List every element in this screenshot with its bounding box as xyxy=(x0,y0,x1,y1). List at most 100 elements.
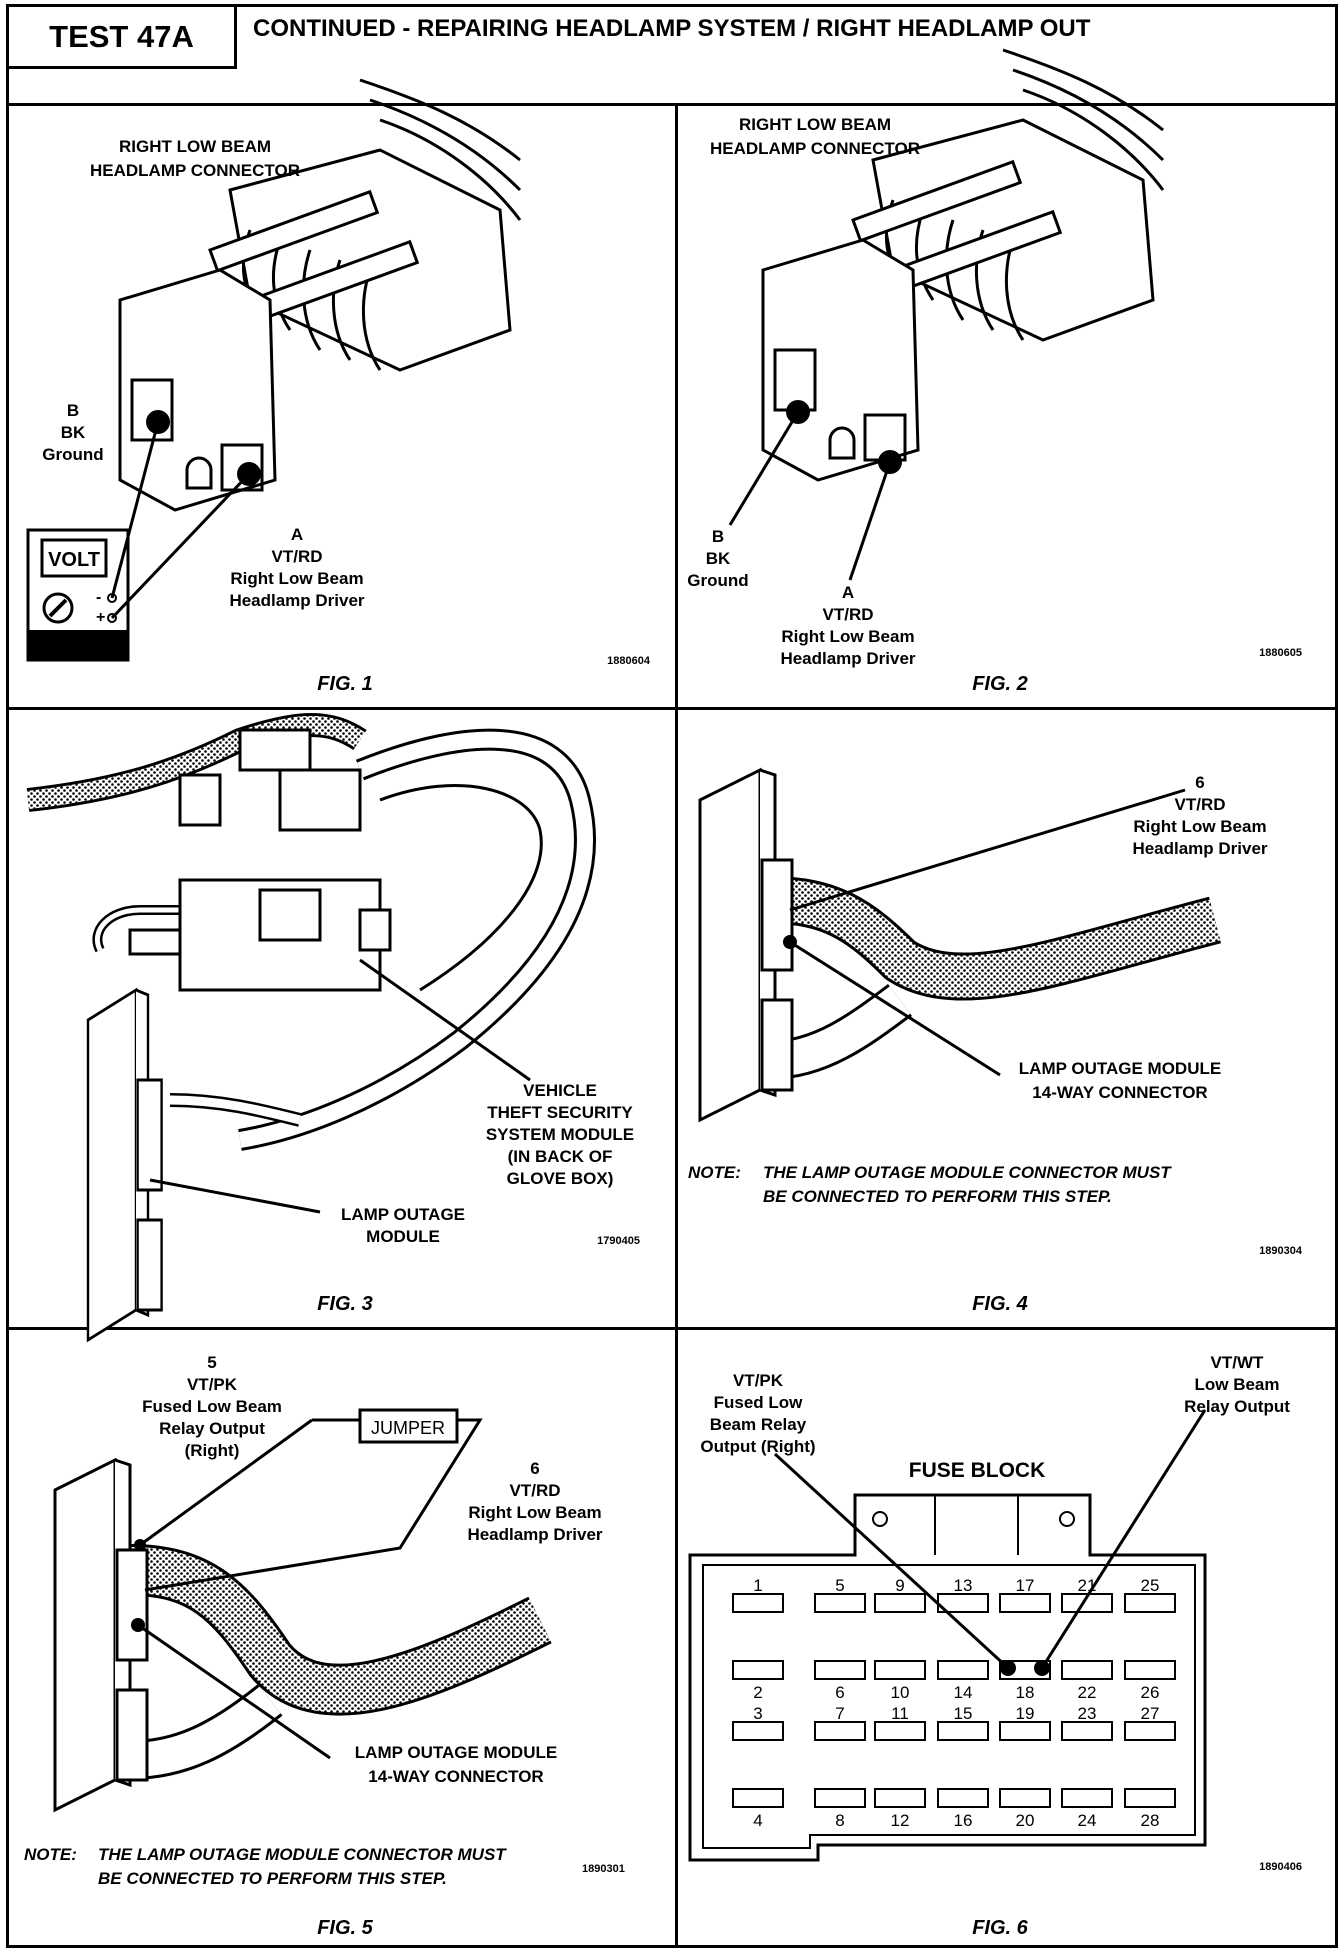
fig5-pin5-label: (Right) xyxy=(185,1441,240,1460)
fig3-code: 1790405 xyxy=(597,1235,640,1247)
vts-label: VEHICLE xyxy=(523,1081,597,1100)
fig4-caption: FIG. 4 xyxy=(972,1293,1028,1315)
fuse-number: 22 xyxy=(1078,1683,1097,1702)
fig4-pin6-label: 6 xyxy=(1195,773,1204,792)
mount-hole-icon xyxy=(872,1511,888,1527)
divider xyxy=(675,103,678,1948)
fig4-connector-drawing xyxy=(698,768,1221,1122)
voltmeter-label: VOLT xyxy=(48,549,100,571)
fig2-pin-b-label: Ground xyxy=(687,571,748,590)
fig5-pin5-label: 5 xyxy=(207,1353,216,1372)
fig5-connector-label: LAMP OUTAGE MODULE xyxy=(355,1743,557,1762)
fuse-slot xyxy=(732,1660,784,1680)
fig5-note: BE CONNECTED TO PERFORM THIS STEP. xyxy=(98,1869,447,1888)
fuse-number: 13 xyxy=(954,1576,973,1595)
fuse-number: 17 xyxy=(1016,1576,1035,1595)
fuse-number: 25 xyxy=(1141,1576,1160,1595)
fuse-slot xyxy=(999,1788,1051,1808)
leader-line xyxy=(848,461,892,581)
fig6-right-label: VT/WT xyxy=(1211,1353,1264,1372)
vts-label: (IN BACK OF xyxy=(508,1147,613,1166)
vts-label: SYSTEM MODULE xyxy=(486,1125,634,1144)
vts-label: GLOVE BOX) xyxy=(507,1169,614,1188)
divider xyxy=(9,707,1335,710)
fig5-connector-label: 14-WAY CONNECTOR xyxy=(368,1767,543,1786)
fig2-caption: FIG. 2 xyxy=(972,673,1028,695)
fuse-number: 3 xyxy=(753,1704,762,1723)
fig6-left-label: Beam Relay xyxy=(710,1415,807,1434)
leader-line xyxy=(149,1178,321,1214)
fig6-code: 1890406 xyxy=(1259,1861,1302,1873)
fuse-number: 10 xyxy=(891,1683,910,1702)
fuse-slot xyxy=(814,1788,866,1808)
fig3-caption: FIG. 3 xyxy=(317,1293,373,1315)
fuse-slot xyxy=(1061,1788,1113,1808)
fuse-slot xyxy=(874,1721,926,1741)
fig1-title-1: RIGHT LOW BEAM xyxy=(119,137,271,156)
fig2-code: 1880605 xyxy=(1259,647,1302,659)
fig2-title-2: HEADLAMP CONNECTOR xyxy=(710,139,920,158)
fig6-caption: FIG. 6 xyxy=(972,1917,1028,1939)
fig1-caption: FIG. 1 xyxy=(317,673,373,695)
fig1-pin-b-label: Ground xyxy=(42,445,103,464)
leader-line xyxy=(789,788,1186,912)
fig2-pin-b-label: BK xyxy=(706,549,731,568)
fuse-block-title: FUSE BLOCK xyxy=(909,1459,1046,1482)
fuse-slot xyxy=(937,1660,989,1680)
fuse-slot xyxy=(1061,1660,1113,1680)
fuse-slot xyxy=(732,1721,784,1741)
fuse-slot xyxy=(874,1788,926,1808)
fuse-slot xyxy=(937,1721,989,1741)
fuse-slot xyxy=(814,1593,866,1613)
fuse-slot xyxy=(999,1593,1051,1613)
fig6-right-label: Relay Output xyxy=(1184,1397,1290,1416)
fig1-code: 1880604 xyxy=(607,655,651,667)
fig1-title-2: HEADLAMP CONNECTOR xyxy=(90,161,300,180)
fig6-right-label: Low Beam xyxy=(1194,1375,1279,1394)
fig4-note-prefix: NOTE: xyxy=(688,1163,741,1182)
fuse-number: 15 xyxy=(954,1704,973,1723)
fuse-slot xyxy=(1124,1721,1176,1741)
fig5-pin6-label: Right Low Beam xyxy=(468,1503,601,1522)
fuse-slots xyxy=(732,1593,1176,1808)
fig1-pin-a-label: Headlamp Driver xyxy=(229,591,364,610)
fuse-slot xyxy=(1124,1788,1176,1808)
fuse-number: 26 xyxy=(1141,1683,1160,1702)
leader-line xyxy=(359,958,531,1082)
mount-hole-icon xyxy=(1059,1511,1075,1527)
fuse-number: 5 xyxy=(835,1576,844,1595)
fig5-note-prefix: NOTE: xyxy=(24,1845,77,1864)
leader-line xyxy=(773,1452,1010,1670)
fig4-connector-label: LAMP OUTAGE MODULE xyxy=(1019,1059,1221,1078)
meter-plus-sign: + xyxy=(96,609,105,626)
leader-line xyxy=(137,1623,331,1760)
fig4-code: 1890304 xyxy=(1259,1245,1303,1257)
fig4-connector-label: 14-WAY CONNECTOR xyxy=(1032,1083,1207,1102)
fig1-pin-a-label: Right Low Beam xyxy=(230,569,363,588)
fig2-title-1: RIGHT LOW BEAM xyxy=(739,115,891,134)
fuse-slot xyxy=(732,1593,784,1613)
fuse-slot xyxy=(937,1788,989,1808)
fuse-number: 18 xyxy=(1016,1683,1035,1702)
fuse-number: 14 xyxy=(954,1683,973,1702)
voltmeter: VOLT - + xyxy=(26,528,130,662)
jumper-label: JUMPER xyxy=(371,1418,445,1438)
fig4-pin6-label: Right Low Beam xyxy=(1133,817,1266,836)
fig5-caption: FIG. 5 xyxy=(317,1917,373,1939)
fig5-pin5-label: Fused Low Beam xyxy=(142,1397,282,1416)
fig2-pin-a-label: Headlamp Driver xyxy=(780,649,915,668)
vts-label: THEFT SECURITY xyxy=(487,1103,633,1122)
fig2-pin-b-label: B xyxy=(712,527,724,546)
fig4-note: THE LAMP OUTAGE MODULE CONNECTOR MUST xyxy=(763,1163,1172,1182)
fuse-slot xyxy=(814,1660,866,1680)
fuse-slot xyxy=(999,1721,1051,1741)
fuse-slot xyxy=(874,1593,926,1613)
fuse-number: 4 xyxy=(753,1811,762,1830)
fig1-pin-a-label: VT/RD xyxy=(272,547,323,566)
fuse-slot xyxy=(874,1660,926,1680)
fuse-slot xyxy=(732,1788,784,1808)
fig4-pin6-label: VT/RD xyxy=(1175,795,1226,814)
